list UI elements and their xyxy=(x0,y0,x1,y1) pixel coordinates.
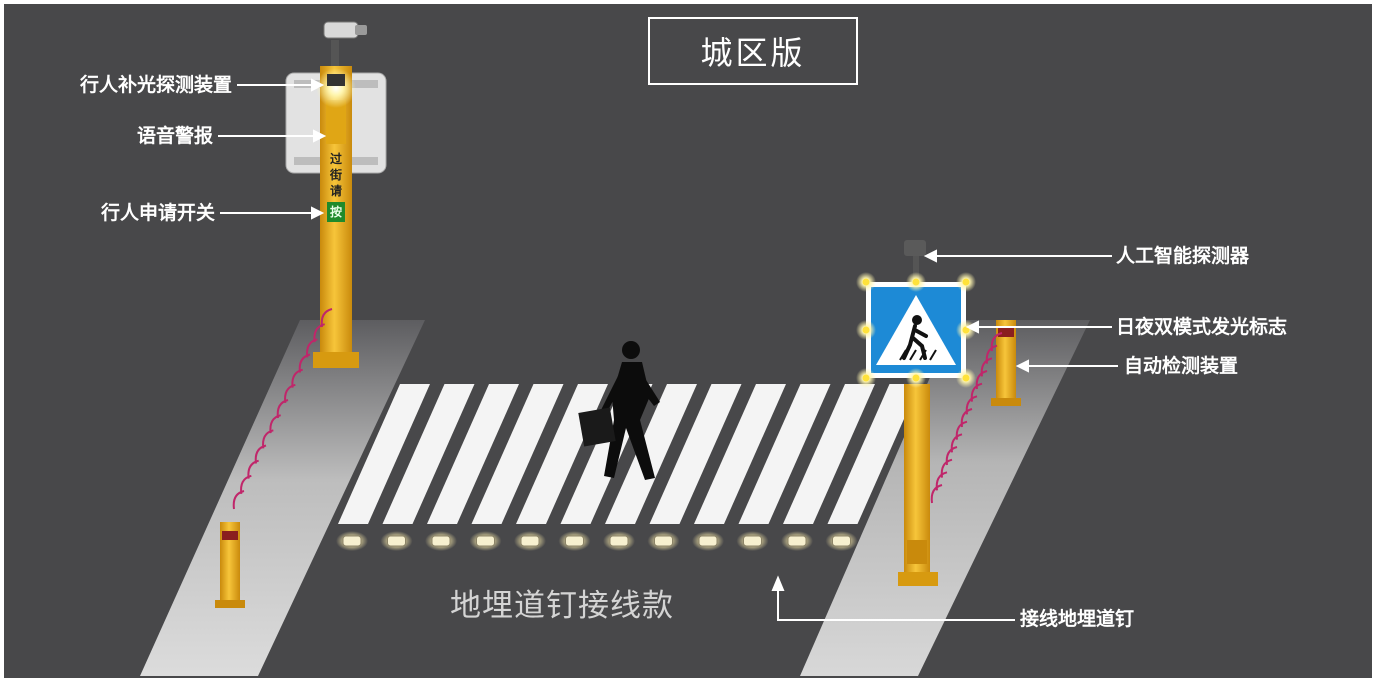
briefcase-icon xyxy=(578,407,616,447)
crosswalk-stripe xyxy=(783,384,875,524)
road-studs xyxy=(336,531,858,551)
crosswalk-stripe xyxy=(694,384,786,524)
led-dot xyxy=(912,374,920,382)
crosswalk-stripe xyxy=(338,384,430,524)
label-pedestrian-fill-light: 行人补光探测装置 xyxy=(79,74,232,96)
crosswalk-stripe xyxy=(738,384,831,524)
road-stud xyxy=(832,535,851,547)
detection-waves xyxy=(232,308,1003,510)
right-bollard xyxy=(991,320,1021,406)
detection-wave xyxy=(232,490,245,510)
page-title: 城区版 xyxy=(648,17,858,85)
product-caption: 地埋道钉接线款 xyxy=(450,588,674,624)
pole-text-2: 街 xyxy=(329,168,342,182)
led-dot xyxy=(962,374,970,382)
led-dot xyxy=(962,326,970,334)
led-dot xyxy=(862,326,870,334)
pole-text-1: 过 xyxy=(329,152,342,166)
road-stud xyxy=(520,535,540,547)
left-bollard xyxy=(215,522,245,608)
right-sidewalk xyxy=(800,320,1090,676)
road-stud xyxy=(431,535,451,547)
pointer-lines xyxy=(218,78,1118,621)
led-dot xyxy=(962,278,970,286)
camera-icon xyxy=(323,21,359,39)
crosswalk-stripe xyxy=(827,384,920,524)
ai-detector-icon xyxy=(904,240,926,256)
label-pedestrian-request-switch: 行人申请开关 xyxy=(100,202,215,224)
label-voice-alarm: 语音警报 xyxy=(136,125,213,147)
label-day-night-sign: 日夜双模式发光标志 xyxy=(1116,316,1288,338)
detection-wave xyxy=(930,484,943,504)
road-stud xyxy=(787,535,807,547)
road-stud xyxy=(698,535,718,547)
led-dot xyxy=(912,278,920,286)
road-stud xyxy=(609,535,629,547)
crosswalk-stripes xyxy=(338,384,920,524)
fill-light-glow xyxy=(316,68,356,108)
crosswalk-stripe xyxy=(471,384,564,524)
left-sidewalk xyxy=(140,320,425,676)
pole-text-3: 请 xyxy=(329,184,342,198)
road-stud xyxy=(342,535,362,547)
crosswalk-stripe xyxy=(427,384,519,524)
pedestrian-silhouette xyxy=(578,341,660,480)
road-stud xyxy=(476,535,495,547)
led-dot xyxy=(862,374,870,382)
label-wired-road-stud: 接线地埋道钉 xyxy=(1020,608,1135,630)
road-stud xyxy=(387,535,406,547)
led-dot xyxy=(862,278,870,286)
pedestrian-request-button[interactable]: 按 xyxy=(327,202,345,222)
road-stud xyxy=(743,535,762,547)
right-sign-pole xyxy=(856,240,976,586)
crosswalk-stripe xyxy=(649,384,742,524)
label-ai-detector: 人工智能探测器 xyxy=(1116,245,1250,267)
crosswalk-stripe xyxy=(382,384,475,524)
road-stud xyxy=(654,535,673,547)
crosswalk-stripe xyxy=(605,384,697,524)
label-auto-detection: 自动检测装置 xyxy=(1124,355,1239,377)
road-stud xyxy=(565,535,584,547)
